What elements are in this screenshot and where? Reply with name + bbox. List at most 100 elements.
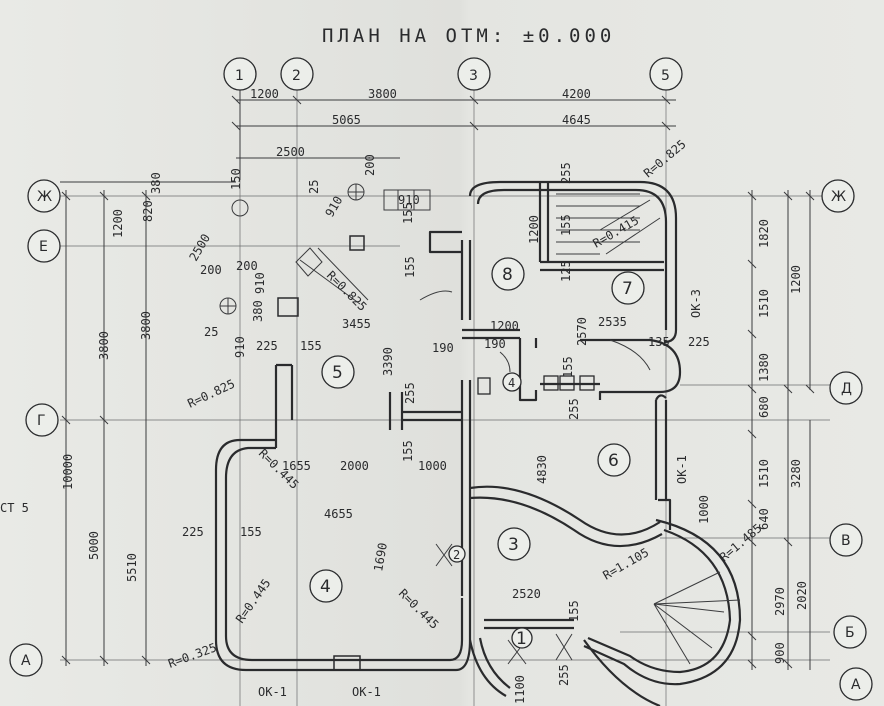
dim-right-1510b: 1510 <box>757 459 771 488</box>
opening-ok1-right: ОК-1 <box>675 455 689 484</box>
dim-int-2500: 2500 <box>186 231 213 263</box>
dim-top-910b: 910 <box>398 193 420 207</box>
axis-label-g-left: Г <box>37 413 46 429</box>
dim-left-3800-outer: 3800 <box>97 331 111 360</box>
dim-left-3800-inner: 3800 <box>139 311 153 340</box>
dim-int-4655: 4655 <box>324 507 353 521</box>
dim-int-255c: 255 <box>567 398 581 420</box>
dim-int-1655: 1655 <box>282 459 311 473</box>
dim-int-1000a: 1000 <box>418 459 447 473</box>
axis-label-zh-left: Ж <box>37 189 52 205</box>
dim-top-1200-stair: 1200 <box>527 215 541 244</box>
dim-int-r0445b: R=0.445 <box>233 576 273 625</box>
dim-int-2535: 2535 <box>598 315 627 329</box>
axis-label-zh-right: Ж <box>831 189 846 205</box>
dim-int-155a: 155 <box>300 339 322 353</box>
dim-int-190b: 190 <box>484 337 506 351</box>
dim-int-1200: 1200 <box>490 319 519 333</box>
dim-int-200a: 200 <box>200 263 222 277</box>
axis-marker-1 <box>223 57 257 91</box>
dim-int-1100: 1100 <box>513 675 527 704</box>
dim-int-3455: 3455 <box>342 317 371 331</box>
dim-int-r1485: R=1.485 <box>717 521 765 564</box>
dim-right-1820: 1820 <box>757 219 771 248</box>
side-note: СТ 5 <box>0 501 29 515</box>
axis-markers-top: 1 2 3 5 <box>223 57 683 180</box>
axis-label-3: 3 <box>469 68 478 84</box>
axis-label-2: 2 <box>292 68 301 84</box>
dim-int-155g: 155 <box>561 356 575 378</box>
dim-right-2970: 2970 <box>773 587 787 616</box>
dim-int-r1105: R=1.105 <box>601 545 652 582</box>
dim-right-900: 900 <box>773 642 787 664</box>
axis-marker-2 <box>280 57 314 91</box>
dim-int-2000: 2000 <box>340 459 369 473</box>
dim-int-200b: 200 <box>236 259 258 273</box>
axis-marker-e-left <box>27 229 61 263</box>
dim-left-5510: 5510 <box>125 553 139 582</box>
walls <box>214 180 742 706</box>
dim-top-4200: 4200 <box>562 87 591 101</box>
axis-markers-right: Ж Д В Б А <box>821 179 873 701</box>
dim-top-155: 155 <box>559 214 573 236</box>
dim-top-1200: 1200 <box>250 87 279 101</box>
dim-left-1200: 1200 <box>111 209 125 238</box>
dim-int-r0325: R=0.325 <box>166 640 218 670</box>
opening-ok1-left: ОК-1 <box>258 685 287 699</box>
dim-int-155d: 155 <box>567 600 581 622</box>
dim-int-155c: 155 <box>240 525 262 539</box>
axis-marker-d-right <box>829 371 863 405</box>
dim-top-2500: 2500 <box>276 145 305 159</box>
dim-int-910b: 910 <box>233 336 247 358</box>
axis-marker-3 <box>457 57 491 91</box>
dim-top-3800: 3800 <box>368 87 397 101</box>
dim-right-1200: 1200 <box>789 265 803 294</box>
dim-top-4645: 4645 <box>562 113 591 127</box>
dim-top-r0825: R=0.825 <box>641 137 689 180</box>
opening-ok3: ОК-3 <box>689 289 703 318</box>
axis-marker-a-right <box>839 667 873 701</box>
axis-label-a-right: А <box>851 677 861 693</box>
axis-marker-a-left <box>9 643 43 677</box>
room-number-3: 3 <box>508 535 519 555</box>
dim-int-155b: 155 <box>401 440 415 462</box>
dim-top-255: 255 <box>559 162 573 184</box>
opening-ok1-mid: ОК-1 <box>352 685 381 699</box>
dim-left-5000: 5000 <box>87 531 101 560</box>
dim-right-3280: 3280 <box>789 459 803 488</box>
dim-int-25: 25 <box>204 325 218 339</box>
dim-int-4830: 4830 <box>535 455 549 484</box>
room-number-5: 5 <box>332 363 343 383</box>
dim-int-225a: 225 <box>256 339 278 353</box>
axis-label-5: 5 <box>661 68 670 84</box>
axis-label-b-right: Б <box>845 625 855 641</box>
room-number-6: 6 <box>608 451 619 471</box>
dim-top-150: 150 <box>229 168 243 190</box>
dim-int-225b: 225 <box>182 525 204 539</box>
dim-int-155e: 155 <box>401 202 415 224</box>
axis-marker-5 <box>649 57 683 91</box>
dim-int-255a: 255 <box>403 382 417 404</box>
dim-int-225c: 225 <box>688 335 710 349</box>
dim-int-1000b: 1000 <box>697 495 711 524</box>
dim-top-25: 25 <box>307 180 321 194</box>
dimension-text-right: 1200 3280 2020 1820 1510 1380 680 1510 6… <box>757 219 809 664</box>
room-labels: 1 2 3 4 5 6 7 8 4 <box>309 257 645 649</box>
dimension-text-top: 1200 3800 4200 5065 4645 2500 150 200 25… <box>229 87 689 244</box>
axis-label-v-right: В <box>841 533 851 549</box>
plan-title: ПЛАН НА ОТМ: ±0.000 <box>322 25 615 47</box>
dim-int-3390: 3390 <box>381 347 395 376</box>
dim-left-10000: 10000 <box>61 454 75 490</box>
opening-marks: ОК-1 ОК-1 ОК-1 ОК-3 СТ 5 <box>0 289 703 699</box>
dim-int-2520: 2520 <box>512 587 541 601</box>
dim-top-910a: 910 <box>322 194 345 220</box>
axis-marker-zh-left <box>27 179 61 213</box>
dim-left-820: 820 <box>141 200 155 222</box>
dim-int-r0445c: R=0.445 <box>396 586 442 632</box>
dim-int-155f: 155 <box>403 256 417 278</box>
axis-marker-b-right <box>833 615 867 649</box>
room-number-1: 1 <box>516 629 527 649</box>
axis-label-d-right: Д <box>841 381 852 397</box>
